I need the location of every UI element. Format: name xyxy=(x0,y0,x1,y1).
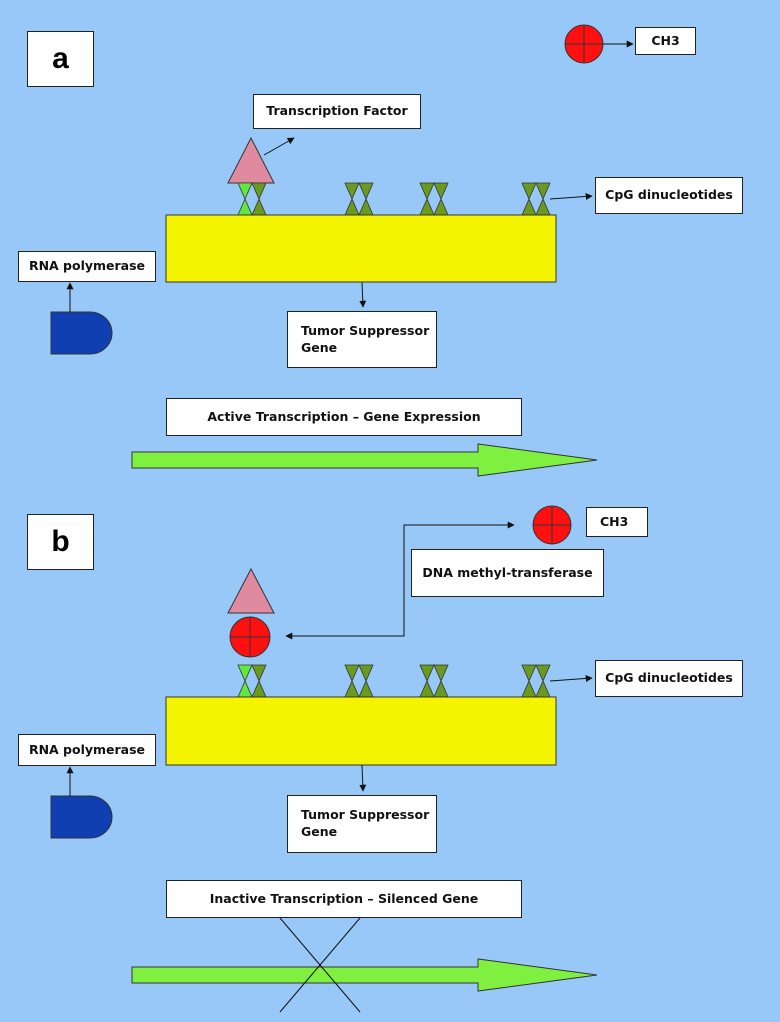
transcription-arrow-active xyxy=(131,443,598,477)
ch3-legend-label: CH3 xyxy=(635,27,696,55)
cpg-site-b-4 xyxy=(521,664,551,698)
ch3-legend-icon xyxy=(564,24,604,64)
cpg-site-a-3 xyxy=(419,182,449,216)
ch3-label-b: CH3 xyxy=(586,507,648,537)
rna-polymerase-label-b: RNA polymerase xyxy=(18,734,156,766)
methyl-group-on-cpg xyxy=(229,616,271,658)
blocked-cross-icon xyxy=(279,917,361,1013)
panel-label-b: b xyxy=(27,514,94,570)
gene-arrow-b xyxy=(359,764,367,792)
gene-body-a xyxy=(165,214,557,283)
transcription-factor-blocked xyxy=(227,567,275,614)
rna-polymerase-label-a: RNA polymerase xyxy=(18,251,156,282)
cpg-arrow-b xyxy=(549,674,593,682)
cpg-label-a: CpG dinucleotides xyxy=(595,177,743,214)
cpg-label-b: CpG dinucleotides xyxy=(595,660,743,697)
cpg-site-b-1 xyxy=(237,664,267,698)
tumor-suppressor-gene-label-b: Tumor Suppressor Gene xyxy=(287,795,437,853)
inactive-transcription-label: Inactive Transcription – Silenced Gene xyxy=(166,880,522,918)
cpg-site-a-4 xyxy=(521,182,551,216)
cpg-site-b-3 xyxy=(419,664,449,698)
cpg-site-a-2 xyxy=(344,182,374,216)
active-transcription-label: Active Transcription – Gene Expression xyxy=(166,398,522,436)
rna-polymerase-shape-a xyxy=(50,311,113,355)
rna-polymerase-shape-b xyxy=(50,795,113,839)
gene-arrow-a xyxy=(359,281,367,308)
transcription-factor-triangle xyxy=(227,136,275,184)
cpg-site-a-1 xyxy=(237,182,267,216)
panel-label-a: a xyxy=(27,31,94,87)
ch3-methyl-icon-b xyxy=(532,505,572,545)
transcription-factor-label: Transcription Factor xyxy=(253,94,421,129)
gene-body-b xyxy=(165,696,557,766)
transcription-arrow-inactive xyxy=(131,958,598,992)
tumor-suppressor-gene-label-a: Tumor Suppressor Gene xyxy=(287,311,437,368)
cpg-arrow-a xyxy=(549,192,593,200)
transcription-factor-arrow xyxy=(263,137,295,156)
cpg-site-b-2 xyxy=(344,664,374,698)
dnmt-transfer-arrow xyxy=(285,521,515,640)
dna-methyl-transferase-label: DNA methyl-transferase xyxy=(411,549,604,597)
